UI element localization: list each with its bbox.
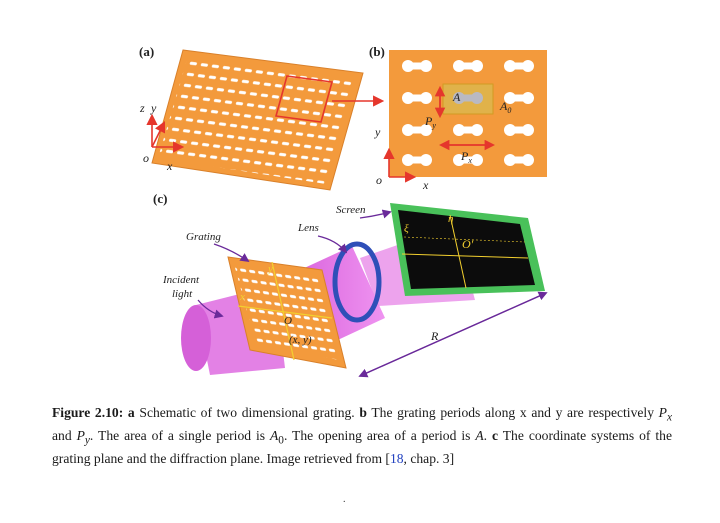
highlighted-opening (453, 92, 483, 104)
footer-mark: . (343, 494, 346, 505)
panel-c: (c) x y O (x, y) (153, 191, 548, 378)
incident-callout-label-1: Incident (162, 274, 200, 286)
caption-a0: A (269, 428, 279, 444)
grating-callout-arrow (213, 243, 250, 263)
axis-b-x-label: x (422, 178, 429, 192)
caption-text-b3: . The opening area of a period is (283, 428, 476, 444)
panel-a-label: (a) (139, 44, 154, 59)
axis-b-origin-label: o (376, 173, 382, 187)
caption-a: A (475, 428, 484, 444)
caption-py: P (76, 428, 85, 444)
grating-axis-x (237, 305, 333, 319)
caption-text-a: Schematic of two dimensional grating. (134, 405, 360, 420)
axis-b-y-label: y (374, 125, 381, 139)
px-label: Px (460, 149, 472, 165)
screen-dash-h (403, 236, 526, 243)
incident-callout-label-2: light (172, 288, 193, 300)
zoom-box (274, 75, 334, 123)
panel-c-label: (c) (153, 191, 167, 206)
caption-tag-b: b (359, 405, 367, 420)
screen-origin-label: O' (462, 237, 474, 251)
panel-b-label: (b) (369, 44, 385, 59)
screen-axis-xi-label: ξ (404, 223, 409, 235)
axis-a-origin-label: o (143, 151, 149, 165)
caption-text-c: The coordinate systems of the grating pl… (52, 428, 673, 467)
grating-axis-x-label: x (239, 291, 245, 303)
figure-number: Figure 2.10: (52, 405, 124, 420)
screen-callout-label: Screen (336, 204, 366, 216)
caption-text-b4: . (483, 428, 493, 444)
caption-py-sub: y (84, 434, 90, 447)
screen-callout-arrow (359, 209, 392, 219)
screen-surface (398, 210, 535, 289)
distance-arrow-back (358, 293, 545, 378)
axis-a-z-label: z (139, 101, 145, 115)
grating-axis-y-label: y (267, 263, 273, 275)
axis-a-y (151, 120, 166, 148)
caption-a0-sub: 0 (278, 434, 284, 447)
caption-ref-tail: , chap. 3] (403, 451, 455, 467)
panel-b: (b) A A0 Py Px (369, 44, 547, 192)
grating-origin-label: O (284, 315, 292, 327)
distance-label: R (430, 329, 439, 343)
caption-tag-a: a (127, 405, 135, 420)
lens (332, 241, 382, 323)
period-area-label: A0 (499, 99, 511, 115)
caption-and: and (52, 428, 77, 444)
panel-a: (a) z y x o (139, 44, 385, 191)
screen-axis-xi (401, 253, 529, 259)
screen-axis-eta-label: η (448, 213, 453, 225)
grating-callout-label: Grating (186, 231, 221, 243)
grating-point-label: (x, y) (289, 334, 312, 346)
openings (402, 60, 534, 166)
figure-illustration: (a) z y x o (b) (139, 44, 548, 378)
grating-axis-y (271, 261, 295, 361)
reference-link[interactable]: 18 (389, 451, 404, 467)
incident-callout-arrow (197, 299, 224, 319)
figure-caption: Figure 2.10: a Schematic of two dimensio… (52, 404, 672, 469)
caption-text-b1: The grating periods along x and y are re… (366, 405, 659, 420)
lens-callout-label: Lens (297, 222, 319, 234)
axis-a-x-label: x (166, 159, 173, 173)
opening-area-label: A (452, 90, 461, 104)
caption-text-b2: . The area of a single period is (89, 428, 270, 444)
caption-px-sub: x (666, 411, 672, 424)
caption-tag-c: c (492, 428, 499, 444)
axis-a-y-label: y (150, 101, 157, 115)
py-label: Py (424, 114, 436, 130)
screen-axis-eta (449, 214, 467, 289)
lens-callout-arrow (317, 235, 348, 254)
caption-px: P (658, 405, 667, 420)
